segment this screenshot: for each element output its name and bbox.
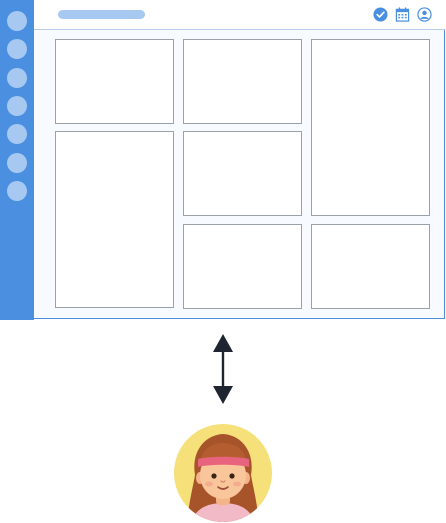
calendar-icon[interactable] — [395, 7, 410, 22]
user-icon[interactable] — [417, 7, 432, 22]
sidebar — [0, 0, 34, 320]
content-panel — [55, 39, 174, 124]
sidebar-item[interactable] — [7, 68, 27, 88]
content-panel — [183, 39, 302, 124]
sidebar-item[interactable] — [7, 124, 27, 144]
topbar — [34, 0, 445, 30]
title-placeholder — [58, 10, 145, 19]
content-panel — [55, 131, 174, 308]
content-panel — [311, 39, 430, 216]
sidebar-item[interactable] — [7, 11, 27, 31]
sidebar-item[interactable] — [7, 181, 27, 201]
content-panel — [183, 224, 302, 309]
double-arrow-vertical-icon — [213, 334, 233, 404]
check-circle-icon[interactable] — [373, 7, 388, 22]
content-panel — [183, 131, 302, 216]
sidebar-item[interactable] — [7, 96, 27, 116]
user-avatar-icon — [174, 424, 272, 522]
sidebar-item[interactable] — [7, 153, 27, 173]
sidebar-item[interactable] — [7, 39, 27, 59]
content-panel — [311, 224, 430, 309]
